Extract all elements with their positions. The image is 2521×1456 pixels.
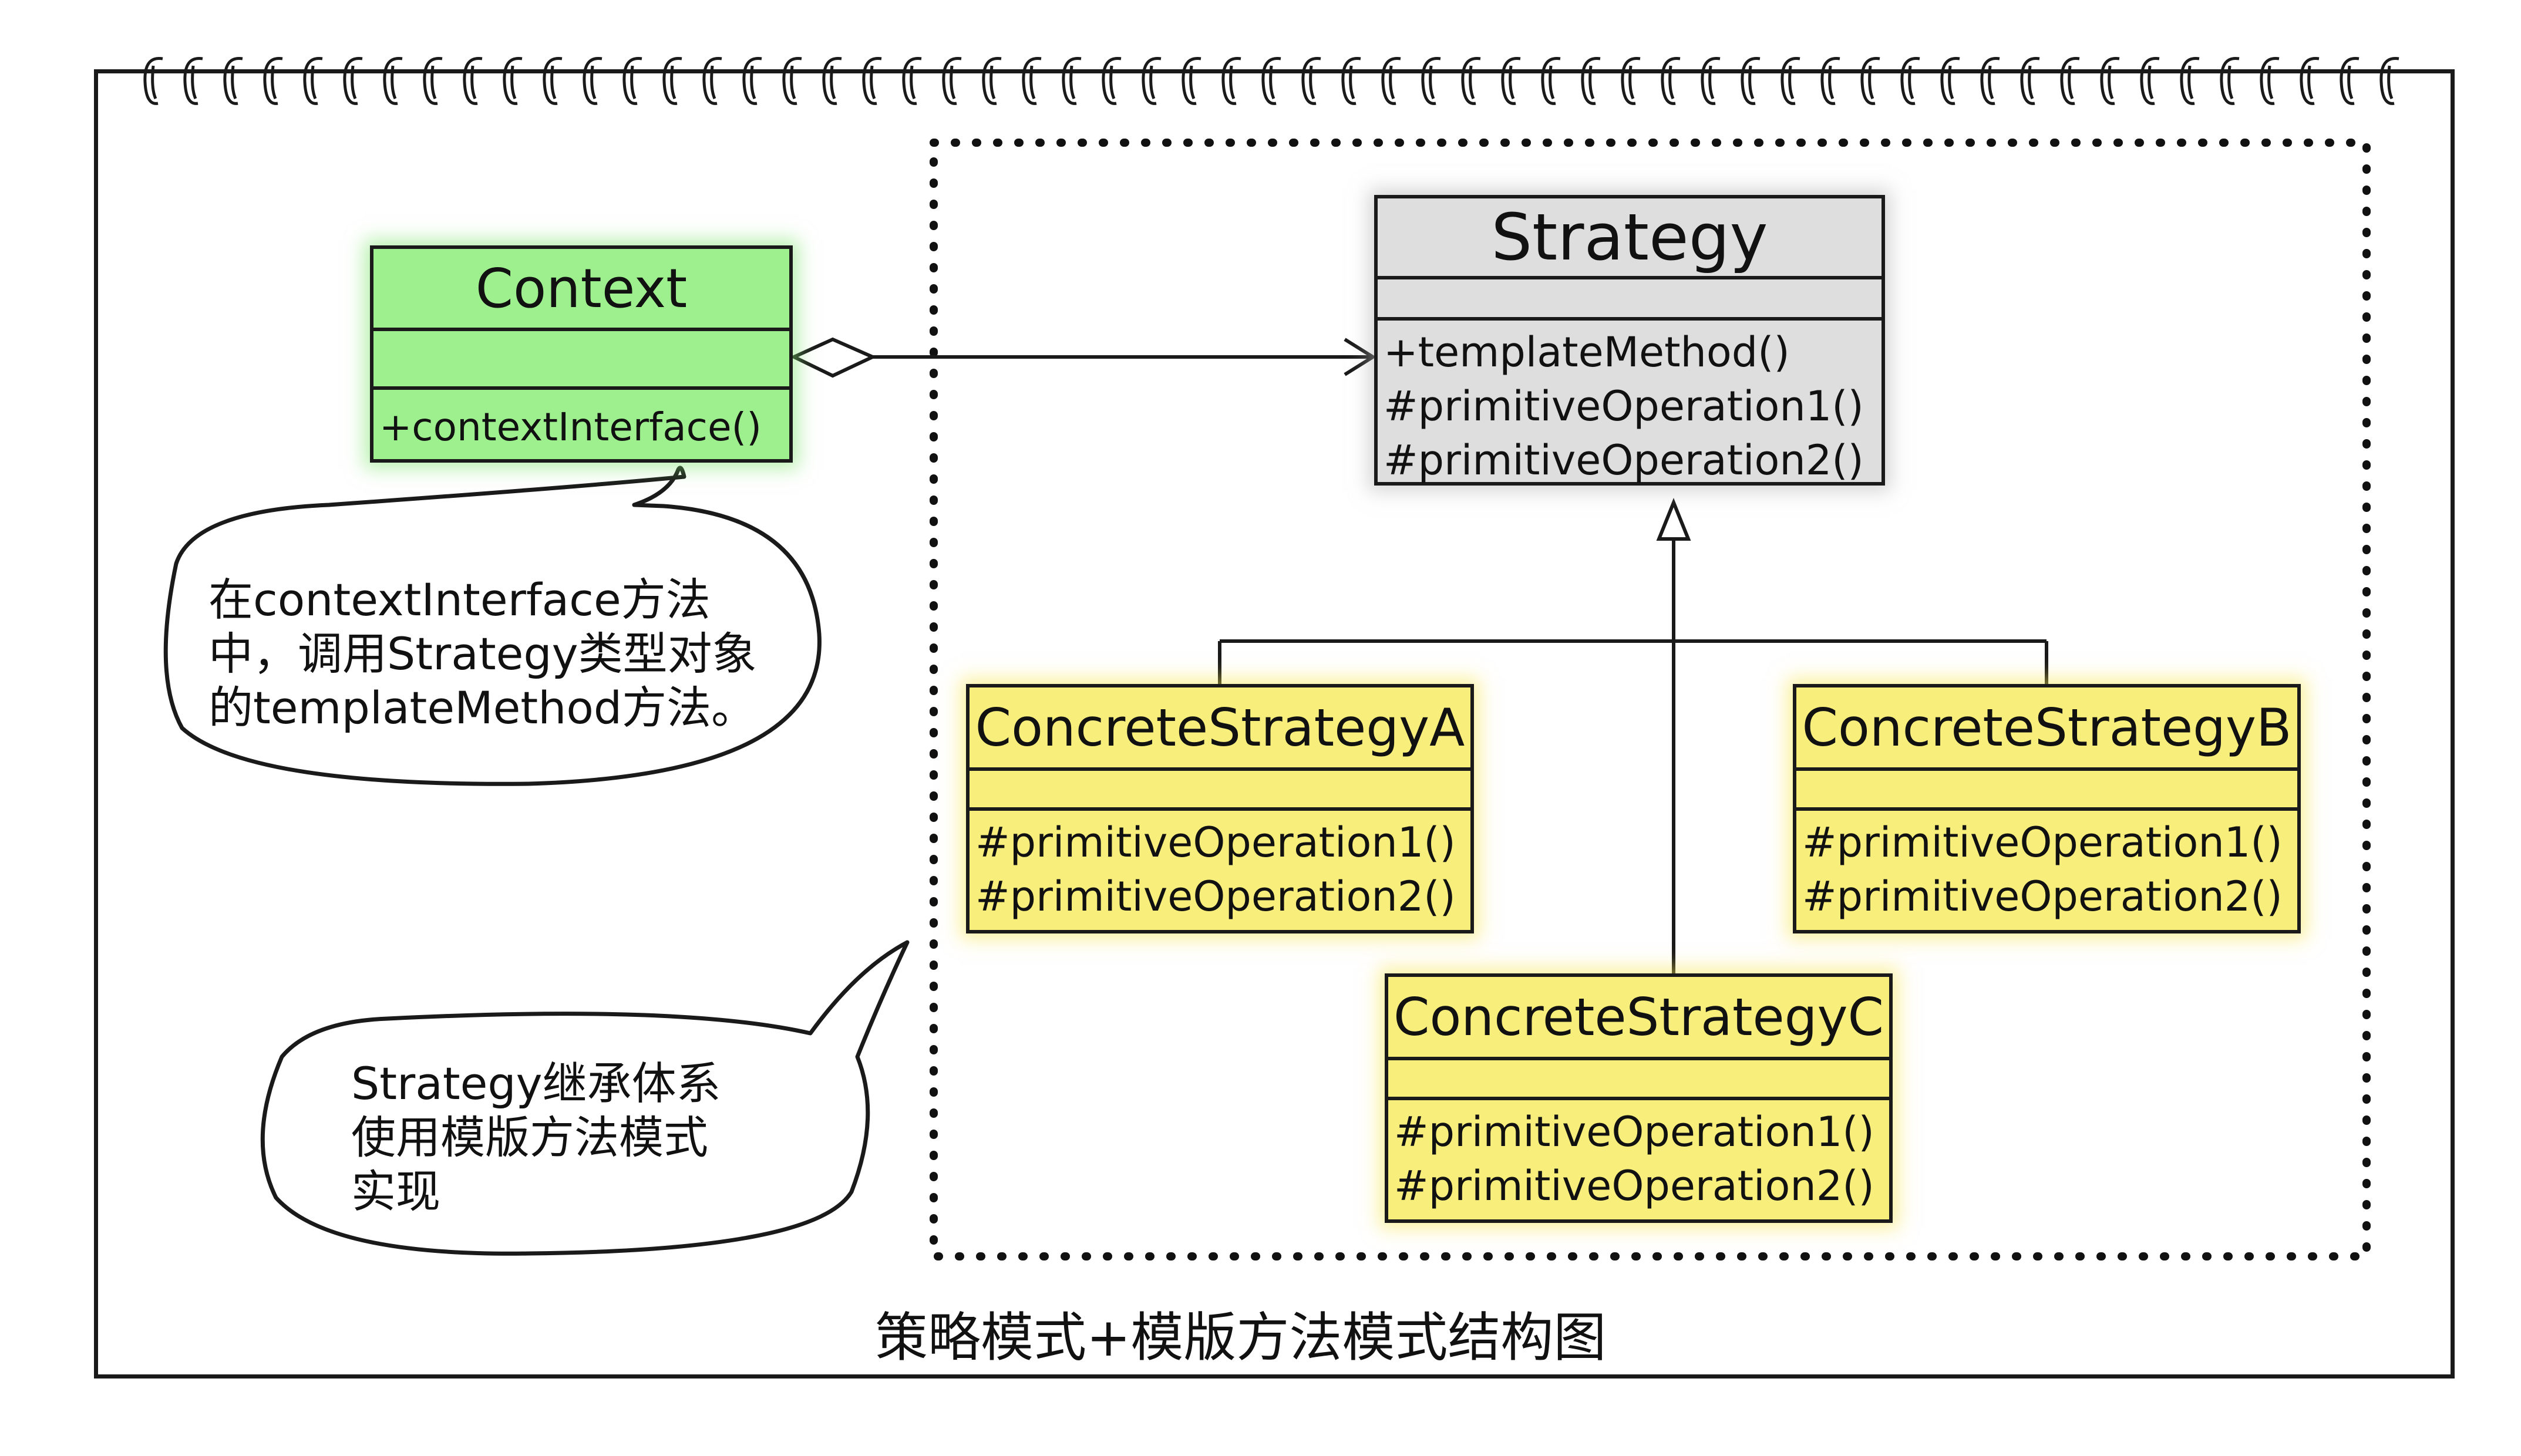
context-note-outline (163, 466, 822, 786)
strategy-note-text: Strategy继承体系 使用模版方法模式 实现 (351, 1057, 721, 1218)
concrete-operation: #primitiveOperation2() (975, 872, 1456, 921)
strategy-operation: +templateMethod() (1384, 328, 1790, 376)
concrete-strategy-b-attributes (1796, 771, 2297, 811)
strategy-operation: #primitiveOperation2() (1384, 436, 1864, 484)
concrete-operation: #primitiveOperation2() (1394, 1162, 1874, 1210)
concrete-operation: #primitiveOperation2() (1802, 872, 2283, 921)
context-note-bubble (163, 466, 822, 786)
strategy-class-name: Strategy (1378, 198, 1882, 279)
generalization-tree (1218, 497, 2048, 973)
context-class-operations: +contextInterface() (373, 390, 789, 465)
context-operation: +contextInterface() (379, 405, 762, 450)
strategy-hierarchy-boundary (930, 139, 2371, 1260)
concrete-strategy-b-operations: #primitiveOperation1() #primitiveOperati… (1796, 811, 2297, 928)
association-arrowhead (1344, 338, 1375, 376)
concrete-strategy-c-name: ConcreteStrategyC (1388, 977, 1889, 1060)
context-class: Context +contextInterface() (370, 245, 793, 463)
concrete-strategy-b-class: ConcreteStrategyB #primitiveOperation1()… (1793, 684, 2301, 933)
concrete-strategy-a-name: ConcreteStrategyA (970, 687, 1470, 771)
aggregation-association (789, 337, 1375, 378)
concrete-strategy-c-attributes (1388, 1060, 1889, 1100)
page-frame (94, 69, 2455, 1379)
concrete-strategy-a-operations: #primitiveOperation1() #primitiveOperati… (970, 811, 1470, 928)
concrete-operation: #primitiveOperation1() (975, 818, 1456, 867)
concrete-strategy-b-name: ConcreteStrategyB (1796, 687, 2297, 771)
strategy-note-outline (260, 940, 910, 1256)
context-note-text: 在contextInterface方法 中，调用Strategy类型对象 的te… (208, 574, 757, 734)
strategy-class-attributes (1378, 279, 1882, 321)
context-class-name: Context (373, 249, 789, 331)
context-class-attributes (373, 331, 789, 390)
concrete-strategy-c-class: ConcreteStrategyC #primitiveOperation1()… (1385, 973, 1893, 1223)
concrete-operation: #primitiveOperation1() (1802, 818, 2283, 867)
diagram-caption: 策略模式+模版方法模式结构图 (875, 1307, 1607, 1369)
concrete-operation: #primitiveOperation1() (1394, 1108, 1874, 1156)
concrete-strategy-a-attributes (970, 771, 1470, 811)
concrete-strategy-a-class: ConcreteStrategyA #primitiveOperation1()… (966, 684, 1474, 933)
strategy-class-operations: +templateMethod() #primitiveOperation1()… (1378, 321, 1882, 492)
concrete-strategy-c-operations: #primitiveOperation1() #primitiveOperati… (1388, 1100, 1889, 1218)
strategy-class: Strategy +templateMethod() #primitiveOpe… (1374, 195, 1885, 486)
strategy-operation: #primitiveOperation1() (1384, 382, 1864, 430)
strategy-note-bubble (260, 940, 910, 1256)
